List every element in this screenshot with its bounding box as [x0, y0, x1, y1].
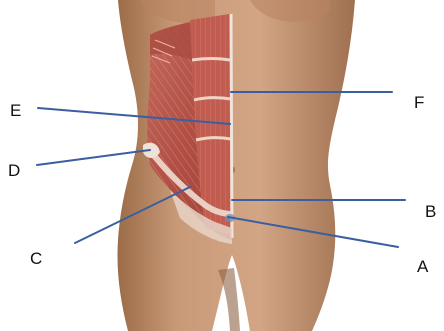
label-d: D: [8, 161, 20, 180]
label-e: E: [10, 101, 21, 120]
label-f: F: [414, 93, 424, 112]
label-c: C: [30, 249, 42, 268]
label-b: B: [425, 202, 436, 221]
label-a: A: [417, 257, 429, 276]
